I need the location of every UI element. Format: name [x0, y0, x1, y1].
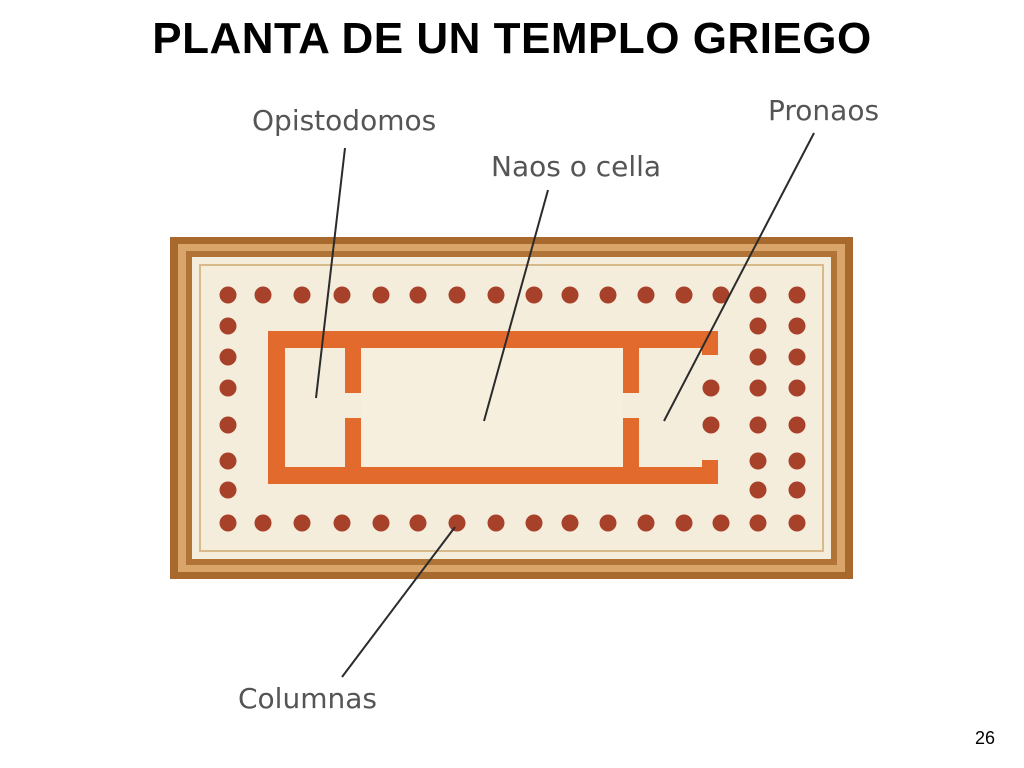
wall-opistodomos-lower	[345, 418, 361, 484]
column-38	[219, 481, 237, 499]
wall-pronaos-upper	[623, 331, 639, 393]
wall-left	[268, 331, 285, 484]
column-28	[637, 514, 655, 532]
ante-top	[702, 331, 718, 355]
column-25	[525, 514, 543, 532]
column-43	[788, 379, 806, 397]
leader-line-columnas	[341, 526, 456, 678]
column-7	[448, 286, 466, 304]
cella-walls	[268, 331, 718, 484]
column-47	[788, 452, 806, 470]
leader-line-naos	[483, 189, 549, 422]
leader-line-opistodomos	[315, 147, 346, 399]
column-16	[788, 286, 806, 304]
column-17	[219, 514, 237, 532]
label-naos: Naos o cella	[491, 150, 661, 183]
column-18	[254, 514, 272, 532]
column-15	[749, 286, 767, 304]
column-22	[409, 514, 427, 532]
wall-opistodomos-upper	[345, 331, 361, 393]
column-50	[749, 481, 767, 499]
column-19	[293, 514, 311, 532]
column-12	[637, 286, 655, 304]
column-34	[219, 348, 237, 366]
column-20	[333, 514, 351, 532]
slide-title: PLANTA DE UN TEMPLO GRIEGO	[152, 14, 872, 63]
column-40	[749, 317, 767, 335]
cella-floor	[361, 348, 623, 467]
column-24	[487, 514, 505, 532]
ante-bottom	[702, 460, 718, 484]
column-51	[702, 379, 720, 397]
column-42	[749, 348, 767, 366]
column-23	[448, 514, 466, 532]
wall-top	[268, 331, 718, 348]
column-41	[788, 348, 806, 366]
column-2	[254, 286, 272, 304]
column-13	[675, 286, 693, 304]
column-45	[788, 416, 806, 434]
label-columnas: Columnas	[238, 682, 377, 715]
column-6	[409, 286, 427, 304]
label-opistodomos: Opistodomos	[252, 104, 436, 137]
column-4	[333, 286, 351, 304]
column-3	[293, 286, 311, 304]
column-44	[749, 379, 767, 397]
wall-pronaos-lower	[623, 418, 639, 484]
label-pronaos: Pronaos	[768, 94, 879, 127]
column-26	[561, 514, 579, 532]
column-5	[372, 286, 390, 304]
column-35	[219, 379, 237, 397]
column-39	[788, 317, 806, 335]
column-33	[219, 317, 237, 335]
wall-bottom	[268, 467, 718, 484]
column-8	[487, 286, 505, 304]
leader-line-pronaos	[663, 132, 815, 422]
stylobate-line	[199, 264, 824, 552]
column-52	[702, 416, 720, 434]
column-36	[219, 416, 237, 434]
column-32	[788, 514, 806, 532]
column-11	[599, 286, 617, 304]
page-number: 26	[974, 728, 995, 748]
column-1	[219, 286, 237, 304]
column-9	[525, 286, 543, 304]
column-29	[675, 514, 693, 532]
peristyle-columns	[219, 286, 806, 532]
column-37	[219, 452, 237, 470]
column-21	[372, 514, 390, 532]
column-46	[749, 416, 767, 434]
column-31	[749, 514, 767, 532]
column-14	[712, 286, 730, 304]
column-30	[712, 514, 730, 532]
column-27	[599, 514, 617, 532]
column-49	[788, 481, 806, 499]
column-10	[561, 286, 579, 304]
column-48	[749, 452, 767, 470]
leader-lines	[315, 132, 815, 678]
